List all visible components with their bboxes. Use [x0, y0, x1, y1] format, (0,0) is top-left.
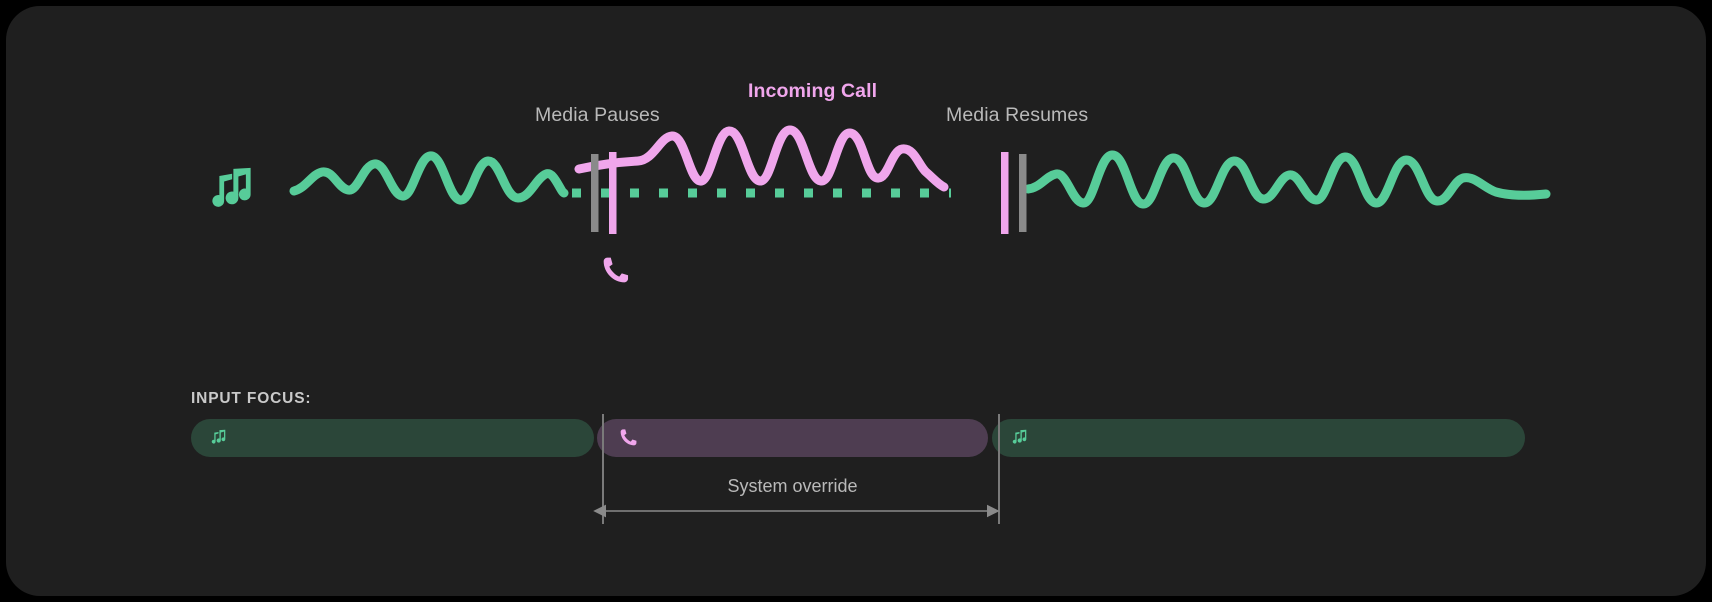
music-notes-icon [211, 429, 226, 444]
marker-pink-pause [609, 152, 617, 234]
music-notes-icon [1012, 429, 1027, 444]
media-wave-right [1023, 150, 1551, 209]
label-incoming-call: Incoming Call [748, 80, 878, 102]
focus-segment-call[interactable] [597, 419, 988, 457]
label-media-resumes: Media Resumes [946, 104, 1089, 126]
marker-gray-pause [591, 154, 599, 232]
focus-segment-media-a[interactable] [191, 419, 594, 457]
system-override-label: System override [727, 476, 858, 496]
music-notes-icon [212, 167, 251, 207]
marker-gray-resume [1019, 154, 1027, 232]
override-span-arrow [593, 504, 1000, 518]
timeline-panel: Media Pauses Incoming Call Media Resumes [6, 6, 1706, 326]
input-focus-title: INPUT FOCUS: [191, 390, 312, 407]
waveform-group [289, 125, 1551, 234]
marker-pink-resume [1001, 152, 1009, 234]
diagram-card: Media Pauses Incoming Call Media Resumes [6, 6, 1706, 596]
call-wave [574, 125, 949, 192]
label-media-pauses: Media Pauses [535, 104, 660, 126]
override-guide-left [602, 414, 604, 524]
override-guide-right [998, 414, 1000, 524]
input-focus-panel: INPUT FOCUS: System [6, 336, 1706, 596]
phone-handset-icon [603, 257, 629, 283]
media-wave-left [289, 151, 569, 205]
phone-handset-icon [620, 429, 637, 446]
focus-segment-media-b[interactable] [992, 419, 1525, 457]
